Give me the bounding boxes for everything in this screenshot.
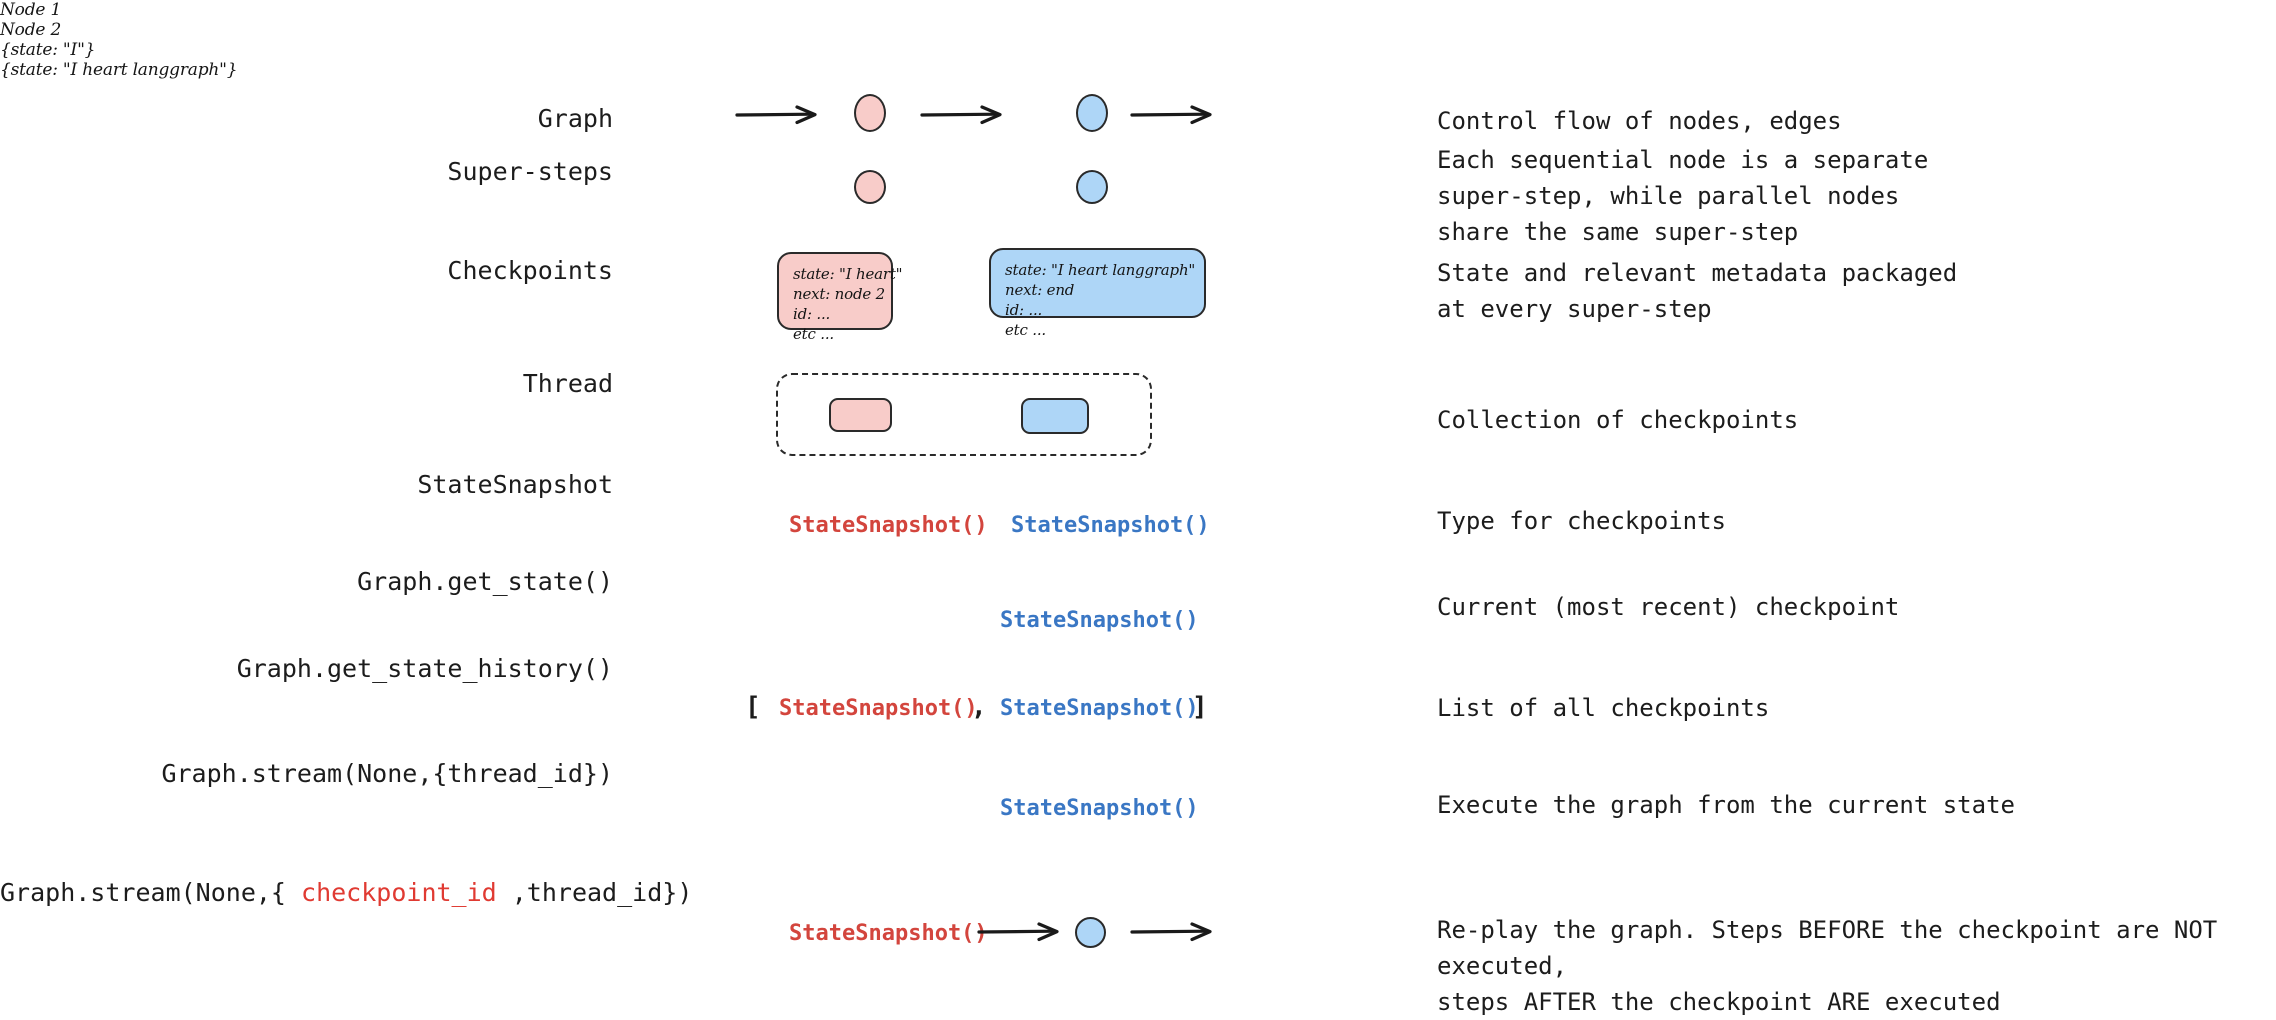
stream-thread-snapshot: StateSnapshot()	[1000, 796, 1199, 821]
graph-arrow-1	[735, 105, 817, 125]
row-desc-thread: Collection of checkpoints	[1437, 406, 1799, 434]
stream-checkpoint-suffix: ,thread_id})	[496, 878, 693, 907]
row-label-stream-checkpoint: Graph.stream(None,{ checkpoint_id ,threa…	[0, 878, 692, 907]
replay-arrow-1	[977, 922, 1059, 942]
row-desc-get-state: Current (most recent) checkpoint	[1437, 593, 1900, 621]
history-snapshot-red: StateSnapshot()	[779, 696, 978, 721]
row-desc-stream-checkpoint: Re-play the graph. Steps BEFORE the chec…	[1437, 916, 2218, 1016]
checkpoint1-id: id: ...	[793, 305, 831, 323]
row-label-get-state-history: Graph.get_state_history()	[236, 654, 613, 683]
stream-checkpoint-prefix: Graph.stream(None,{	[0, 878, 302, 907]
checkpoint1-etc: etc ...	[793, 325, 834, 343]
row-label-get-state: Graph.get_state()	[357, 567, 613, 596]
graph-output-state: {state: "I heart langgraph"}	[0, 60, 238, 80]
row-label-statesnapshot: StateSnapshot	[417, 470, 613, 499]
row-desc-stream-thread: Execute the graph from the current state	[1437, 791, 2015, 819]
replay-snapshot: StateSnapshot()	[789, 921, 988, 946]
graph-input-state: {state: "I"}	[0, 40, 96, 60]
history-bracket-close: ]	[1192, 692, 1208, 722]
graph-arrow-3	[1130, 105, 1212, 125]
checkpoint1-next: next: node 2	[793, 285, 885, 303]
graph-arrow-2	[920, 105, 1002, 125]
statesnapshot-type-blue: StateSnapshot()	[1011, 513, 1210, 538]
row-desc-get-state-history: List of all checkpoints	[1437, 694, 1770, 722]
statesnapshot-type-red: StateSnapshot()	[789, 513, 988, 538]
history-snapshot-blue: StateSnapshot()	[1000, 696, 1199, 721]
super-step-node-1	[854, 170, 886, 204]
checkpoint2-state: state: "I heart langgraph"	[1005, 261, 1196, 279]
row-label-checkpoints: Checkpoints	[447, 256, 613, 285]
graph-node-1	[854, 94, 886, 132]
checkpoint-box-1: state: "I heart" next: node 2 id: ... et…	[777, 252, 903, 343]
diagram-canvas: Graph Super-steps Checkpoints Thread Sta…	[0, 0, 2217, 1016]
row-desc-super-steps: Each sequential node is a separate super…	[1437, 146, 1929, 246]
thread-container	[776, 373, 1152, 456]
node2-label: Node 2	[0, 20, 62, 40]
row-desc-statesnapshot: Type for checkpoints	[1437, 507, 1726, 535]
stream-checkpoint-highlight: checkpoint_id	[301, 878, 497, 907]
checkpoint2-id: id: ...	[1005, 301, 1043, 319]
row-label-stream-thread: Graph.stream(None,{thread_id})	[161, 759, 613, 788]
checkpoint1-state: state: "I heart"	[793, 265, 903, 283]
history-comma: ,	[971, 692, 987, 722]
checkpoint-box-2: state: "I heart langgraph" next: end id:…	[989, 248, 1206, 339]
node1-label: Node 1	[0, 0, 62, 20]
row-label-thread: Thread	[522, 369, 613, 398]
thread-checkpoint-1	[829, 398, 892, 432]
history-bracket-open: [	[745, 692, 761, 722]
checkpoint2-next: next: end	[1005, 281, 1075, 299]
replay-arrow-2	[1130, 922, 1212, 942]
row-label-graph: Graph	[537, 104, 613, 133]
get-state-snapshot: StateSnapshot()	[1000, 608, 1199, 633]
graph-node-2	[1076, 94, 1108, 132]
thread-checkpoint-2	[1021, 398, 1089, 434]
super-step-node-2	[1076, 170, 1108, 204]
row-desc-graph: Control flow of nodes, edges	[1437, 107, 1842, 135]
replay-node	[1075, 917, 1106, 948]
row-desc-checkpoints: State and relevant metadata packaged at …	[1437, 259, 1958, 323]
row-label-super-steps: Super-steps	[447, 157, 613, 186]
checkpoint2-etc: etc ...	[1005, 321, 1046, 339]
